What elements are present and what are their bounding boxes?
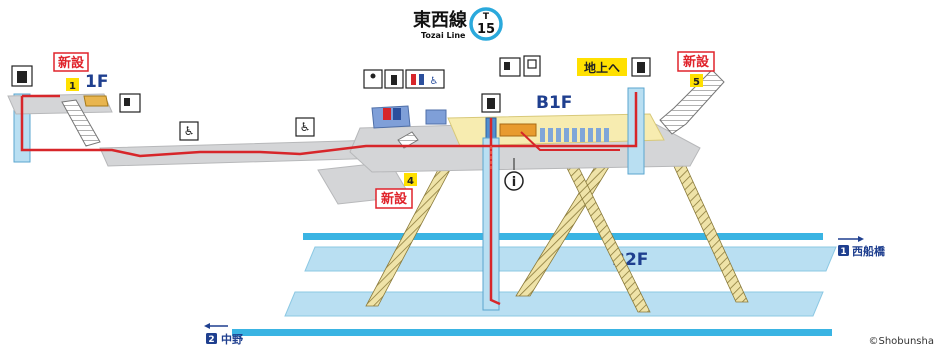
ticket-gates bbox=[540, 128, 609, 142]
gate bbox=[580, 128, 585, 142]
b1f-concourse: B1F bbox=[99, 93, 701, 205]
copyright: ©Shobunsha bbox=[868, 336, 934, 347]
gate bbox=[596, 128, 601, 142]
staircase-icon bbox=[61, 99, 101, 147]
exit-5[interactable]: 地上へ 新設 5 bbox=[577, 51, 715, 88]
multipurpose-room bbox=[425, 109, 447, 125]
accessible-route bbox=[489, 118, 501, 306]
line-badge bbox=[469, 7, 503, 41]
track-2-destination: 中野 bbox=[221, 332, 243, 346]
wheelchair-icon bbox=[295, 117, 315, 137]
ticket-glyph bbox=[504, 62, 510, 70]
to-ground-label: 地上へ bbox=[584, 60, 620, 75]
direction-track-2[interactable]: 2 中野 bbox=[204, 323, 243, 346]
line-code: T bbox=[483, 12, 490, 22]
station-office bbox=[499, 123, 537, 137]
direction-track-1[interactable]: 1 西船橋 bbox=[838, 236, 886, 258]
new-badge bbox=[375, 188, 413, 209]
new-badge bbox=[53, 52, 89, 72]
gate bbox=[572, 128, 577, 142]
station-number: 15 bbox=[477, 22, 495, 37]
exit-number-badge bbox=[404, 173, 417, 186]
gate bbox=[556, 128, 561, 142]
track-1-number: 1 bbox=[840, 247, 846, 257]
gate bbox=[564, 128, 569, 142]
info-symbol: i bbox=[512, 175, 516, 190]
multipurpose-toilet-icon: ♿ bbox=[430, 76, 439, 87]
escalator-icon bbox=[671, 161, 749, 303]
gate bbox=[604, 128, 609, 142]
exit-number: 4 bbox=[407, 176, 414, 187]
arrow-head-left-icon bbox=[204, 323, 210, 329]
restroom-icon bbox=[383, 108, 391, 120]
accessible-route bbox=[20, 92, 638, 158]
platform-upper bbox=[304, 246, 837, 272]
nursery-icon bbox=[363, 69, 383, 89]
new-badge-text: 新設 bbox=[683, 54, 710, 70]
info-icon bbox=[504, 171, 524, 191]
accessible-route bbox=[520, 131, 620, 151]
ticket-machine-block bbox=[83, 95, 109, 107]
track-2-number: 2 bbox=[208, 335, 214, 345]
track-number-badge bbox=[838, 245, 849, 256]
elevator-glyph bbox=[17, 71, 27, 83]
track-number-badge bbox=[206, 333, 217, 344]
line-name: 東西線 bbox=[413, 9, 467, 31]
new-badge bbox=[677, 51, 715, 72]
track-2 bbox=[232, 329, 832, 336]
exit-4[interactable]: 4 新設 bbox=[375, 173, 417, 209]
new-badge-text: 新設 bbox=[58, 55, 85, 71]
exit-number: 1 bbox=[69, 81, 76, 92]
male-glyph bbox=[419, 74, 424, 85]
restroom-icon bbox=[393, 108, 401, 120]
gate bbox=[540, 128, 545, 142]
icon-row-west: ♿ ♿ bbox=[11, 65, 315, 141]
arrow-head-right-icon bbox=[858, 236, 864, 242]
f1-entrance: 1F bbox=[7, 72, 113, 147]
exit-number-badge bbox=[66, 78, 79, 91]
info-point: i bbox=[504, 158, 524, 191]
platform-lower bbox=[284, 291, 824, 317]
track-1-destination: 西船橋 bbox=[852, 244, 886, 258]
to-ground-badge bbox=[577, 58, 627, 76]
gate bbox=[548, 128, 553, 142]
icon-row-facilities: ♿ bbox=[363, 55, 651, 113]
exit-number-badge bbox=[690, 74, 703, 87]
elevator-glyph bbox=[637, 62, 645, 73]
ticket-glyph bbox=[124, 98, 130, 106]
nursery-glyph bbox=[370, 73, 376, 79]
wheelchair-glyph: ♿ bbox=[300, 120, 311, 134]
new-badge-text: 新設 bbox=[381, 191, 408, 207]
escalators-b2f bbox=[365, 161, 749, 313]
gate bbox=[588, 128, 593, 142]
exit-1[interactable]: 新設 1 bbox=[53, 52, 89, 92]
exit-number: 5 bbox=[693, 77, 700, 88]
wheelchair-icon bbox=[179, 121, 199, 141]
line-header: 東西線 Tozai Line T 15 bbox=[413, 7, 503, 41]
wheelchair-glyph: ♿ bbox=[184, 124, 195, 138]
line-name-en: Tozai Line bbox=[421, 31, 466, 40]
female-glyph bbox=[411, 74, 416, 85]
person-glyph bbox=[391, 75, 397, 85]
floor-label-b1f: B1F bbox=[536, 93, 572, 113]
fare-glyph bbox=[527, 59, 537, 69]
fare-adjustment-icon bbox=[523, 55, 541, 77]
elevator-glyph bbox=[487, 98, 495, 109]
staircase-icon bbox=[659, 69, 725, 135]
floor-label-1f: 1F bbox=[85, 72, 108, 92]
